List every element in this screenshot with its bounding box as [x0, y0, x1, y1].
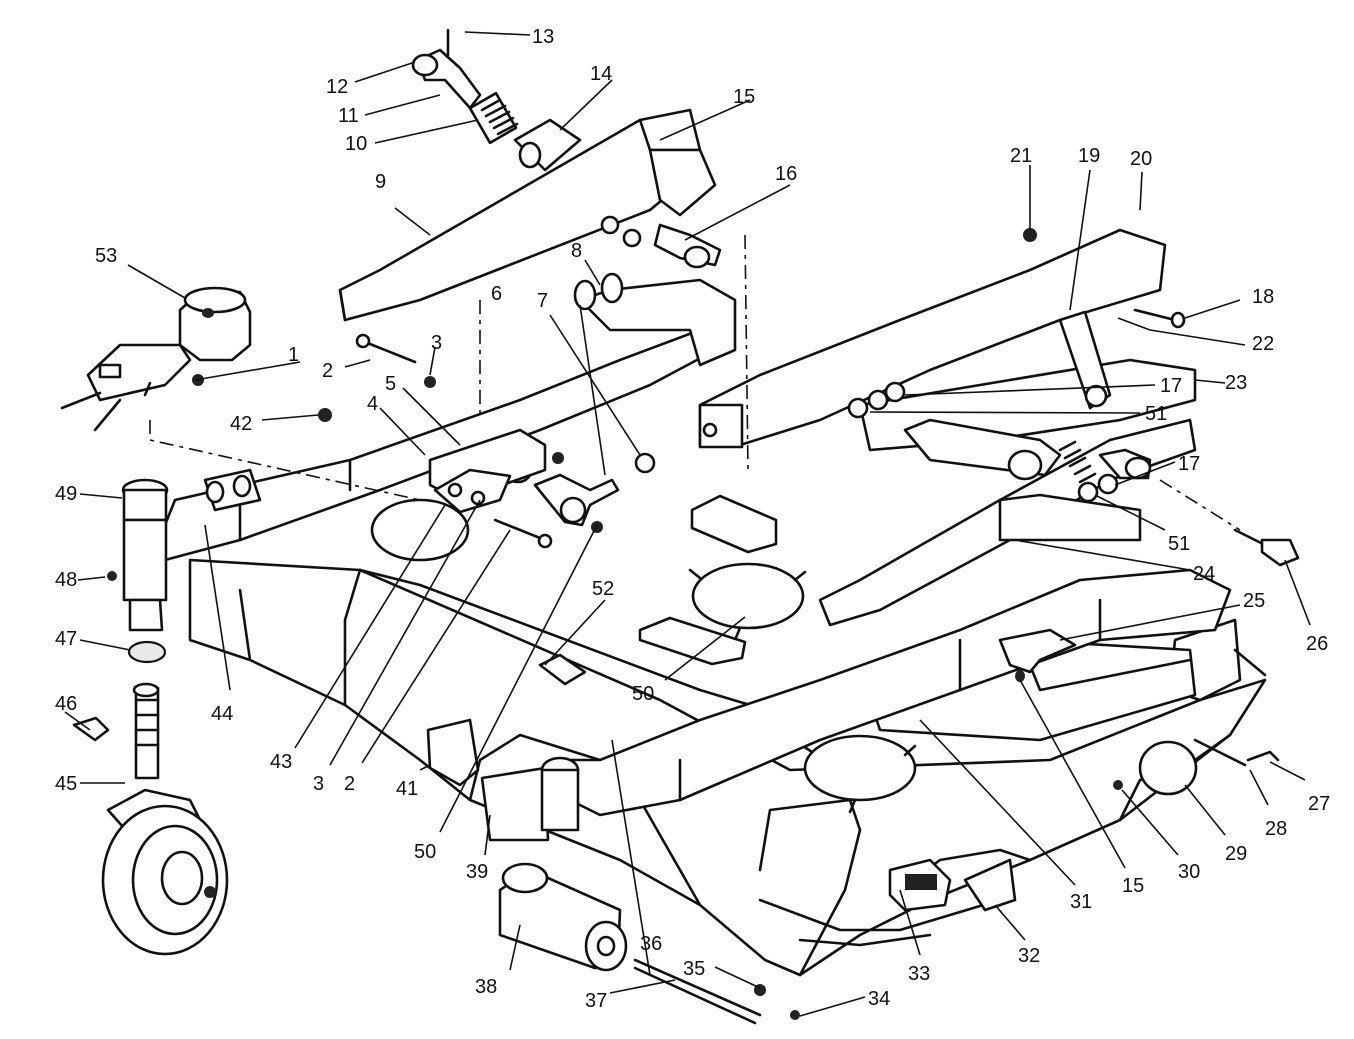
callout-28: 28 — [1265, 818, 1287, 840]
callout-39: 39 — [466, 861, 488, 883]
callout-3-lower: 3 — [313, 773, 324, 795]
callout-13: 13 — [532, 26, 554, 48]
callout-24: 24 — [1193, 563, 1215, 585]
callout-29: 29 — [1225, 843, 1247, 865]
callout-48: 48 — [55, 569, 77, 591]
callout-8: 8 — [571, 240, 582, 262]
callout-14: 14 — [590, 63, 612, 85]
callout-45: 45 — [55, 773, 77, 795]
callout-17-upper: 17 — [1160, 375, 1182, 397]
callout-10: 10 — [345, 133, 367, 155]
callout-44: 44 — [211, 703, 233, 725]
callout-labels: 1 2 3 4 5 6 7 8 9 10 11 12 13 14 15 16 1… — [55, 26, 1330, 1012]
callout-36: 36 — [640, 933, 662, 955]
callout-leader-lines — [64, 31, 1311, 1017]
callout-51-lower: 51 — [1168, 533, 1190, 555]
callout-31: 31 — [1070, 891, 1092, 913]
callout-11: 11 — [338, 105, 359, 127]
callout-38: 38 — [475, 976, 497, 998]
callout-16: 16 — [775, 163, 797, 185]
callout-19: 19 — [1078, 145, 1100, 167]
callout-12: 12 — [326, 76, 348, 98]
spring-10 — [468, 91, 519, 145]
callout-35: 35 — [683, 958, 705, 980]
callout-47: 47 — [55, 628, 77, 650]
lift-arm-assembly — [338, 28, 722, 322]
callout-51-upper: 51 — [1145, 403, 1167, 425]
caster-mount-53 — [60, 286, 252, 432]
callout-53: 53 — [95, 245, 117, 267]
callout-27: 27 — [1308, 793, 1330, 815]
callout-1: 1 — [288, 344, 299, 366]
callout-2: 2 — [322, 360, 333, 382]
right-cylinder-assembly — [847, 228, 1300, 567]
callout-21: 21 — [1010, 145, 1032, 167]
alignment-lines — [149, 234, 1241, 531]
callout-46: 46 — [55, 693, 77, 715]
callout-43: 43 — [270, 751, 292, 773]
callout-9: 9 — [375, 171, 386, 193]
callout-33: 33 — [908, 963, 930, 985]
callout-49: 49 — [55, 483, 77, 505]
callout-15-bottom: 15 — [1122, 875, 1144, 897]
callout-5: 5 — [385, 373, 396, 395]
callout-4: 4 — [367, 393, 378, 415]
callout-22: 22 — [1252, 333, 1274, 355]
callout-34: 34 — [868, 988, 890, 1010]
callout-41: 41 — [396, 778, 418, 800]
callout-2-lower: 2 — [344, 773, 355, 795]
callout-42: 42 — [230, 413, 252, 435]
callout-18: 18 — [1252, 286, 1274, 308]
callout-7: 7 — [537, 290, 548, 312]
callout-50-center: 50 — [632, 683, 654, 705]
callout-6: 6 — [491, 283, 502, 305]
callout-30: 30 — [1178, 861, 1200, 883]
callout-52: 52 — [592, 578, 614, 600]
caster-wheel-assembly — [72, 478, 229, 956]
callout-25: 25 — [1243, 590, 1265, 612]
callout-3: 3 — [431, 332, 442, 354]
callout-37: 37 — [585, 990, 607, 1012]
callout-20: 20 — [1130, 148, 1152, 170]
hardware-small-parts — [318, 333, 1280, 796]
callout-23: 23 — [1225, 372, 1247, 394]
callout-26: 26 — [1306, 633, 1328, 655]
callout-15-top: 15 — [733, 86, 755, 108]
callout-17-lower: 17 — [1178, 453, 1200, 475]
callout-50-left: 50 — [414, 841, 436, 863]
callout-32: 32 — [1018, 945, 1040, 967]
